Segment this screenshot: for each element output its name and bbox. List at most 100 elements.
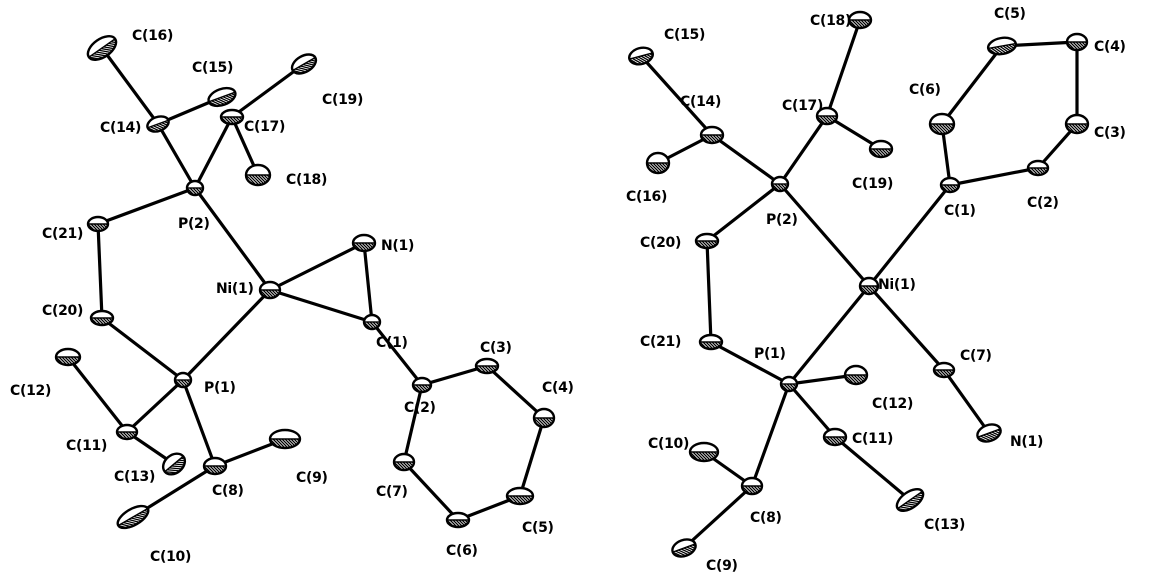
atom-label: C(17) — [782, 98, 823, 114]
atom-label: C(1) — [944, 203, 976, 219]
atom-label: C(12) — [872, 396, 913, 412]
bond-c15b-c14b — [639, 54, 714, 137]
atom-label: C(2) — [1027, 195, 1059, 211]
atom-label: C(20) — [640, 235, 681, 251]
atom-label: C(7) — [376, 484, 408, 500]
bond-n1a-c1a — [362, 241, 374, 324]
atom-ellipse — [858, 276, 880, 296]
atom-ellipse — [694, 232, 720, 250]
bond-ni1b-c1b — [867, 183, 952, 288]
bond-c7a-c2a — [402, 383, 424, 464]
atom-ellipse — [392, 452, 416, 472]
bond-c8b-c9b — [682, 484, 754, 550]
atom-ellipse — [847, 10, 873, 30]
atom-label: N(1) — [381, 238, 414, 254]
bond-p1a-c8a — [181, 378, 217, 468]
atom-label: C(9) — [296, 470, 328, 486]
molecule-left: C(16)C(15)C(19)C(14)C(17)C(18)P(2)C(21)N… — [10, 28, 574, 565]
bond-c18b-c17b — [825, 18, 862, 118]
atom-ellipse — [671, 538, 697, 558]
bond-c17b-p2b — [778, 114, 829, 186]
bond-p2b-ni1b — [778, 182, 871, 288]
bond-c17a-p2a — [193, 115, 234, 190]
atom-ellipse — [932, 361, 956, 379]
bond-c17a-c19a — [230, 62, 306, 119]
bond-c4a-c5a — [518, 416, 546, 498]
bonds-left — [66, 46, 546, 522]
atom-label: C(15) — [192, 60, 233, 76]
bond-p2a-ni1a — [193, 186, 272, 292]
bond-ni1a-n1a — [268, 241, 366, 292]
atom-label: C(3) — [1094, 125, 1126, 141]
bond-c6a-c7a — [402, 460, 460, 522]
atom-ellipse — [474, 357, 500, 375]
labels-left: C(16)C(15)C(19)C(14)C(17)C(18)P(2)C(21)N… — [10, 28, 574, 565]
atoms-right — [628, 10, 1090, 558]
bond-p2a-c21a — [96, 186, 197, 226]
bond-p2b-c20b — [705, 182, 782, 243]
atom-label: C(17) — [244, 119, 285, 135]
atom-label: C(8) — [212, 483, 244, 499]
atom-label: Ni(1) — [878, 277, 916, 293]
atom-label: C(9) — [706, 558, 738, 573]
atom-ellipse — [822, 427, 848, 447]
atom-ellipse — [89, 309, 115, 327]
bond-c14b-p2b — [710, 133, 782, 186]
atom-label: C(6) — [446, 543, 478, 559]
atom-ellipse — [1064, 113, 1090, 135]
atom-label: C(14) — [680, 94, 721, 110]
atom-ellipse — [445, 511, 471, 529]
atom-label: C(10) — [648, 436, 689, 452]
atom-ellipse — [362, 313, 382, 331]
atom-ellipse — [185, 179, 205, 197]
atom-label: C(18) — [286, 172, 327, 188]
atom-ellipse — [868, 139, 894, 159]
atom-ellipse — [698, 333, 724, 351]
atom-ellipse — [815, 106, 839, 126]
atom-ellipse — [268, 428, 302, 450]
atom-label: C(12) — [10, 383, 51, 399]
atom-label: C(19) — [322, 92, 363, 108]
atom-ellipse — [290, 53, 318, 75]
atom-ellipse — [939, 176, 961, 194]
atom-ellipse — [173, 371, 193, 389]
atom-ellipse — [116, 504, 151, 530]
atom-label: C(18) — [810, 13, 851, 29]
bond-c7b-n1b — [942, 368, 991, 435]
atom-label: C(11) — [852, 431, 893, 447]
bond-c21b-p1b — [709, 340, 791, 386]
atom-ellipse — [505, 486, 535, 506]
atom-label: C(6) — [909, 82, 941, 98]
atom-label: C(5) — [522, 520, 554, 536]
bond-c6b-c5b — [940, 44, 1004, 126]
bond-ni1b-c7b — [867, 284, 946, 372]
atom-label: C(19) — [852, 176, 893, 192]
atom-ellipse — [86, 35, 119, 61]
atom-ellipse — [843, 364, 869, 386]
bond-p1a-c11a — [125, 378, 185, 434]
atom-label: P(2) — [178, 216, 210, 232]
atom-label: C(2) — [404, 400, 436, 416]
bond-c1a-c2a — [370, 320, 424, 387]
atom-ellipse — [986, 36, 1018, 56]
bond-c20a-p1a — [100, 316, 185, 382]
atom-label: C(14) — [100, 120, 141, 136]
bond-c14a-p2a — [156, 122, 197, 190]
atom-ellipse — [351, 233, 377, 253]
atom-label: C(21) — [640, 334, 681, 350]
atom-label: C(16) — [132, 28, 173, 44]
bond-p1b-ni1b — [787, 284, 871, 386]
atom-label: C(5) — [994, 6, 1026, 22]
atom-label: P(1) — [204, 380, 236, 396]
atom-label: P(2) — [766, 212, 798, 228]
atom-label: Ni(1) — [216, 281, 254, 297]
bond-p1a-ni1a — [181, 288, 272, 382]
atom-ellipse — [895, 487, 926, 513]
atom-ellipse — [244, 163, 272, 187]
atom-ellipse — [207, 86, 237, 108]
atom-label: C(20) — [42, 303, 83, 319]
atom-ellipse — [115, 423, 139, 441]
atom-ellipse — [1065, 32, 1089, 52]
atom-label: C(11) — [66, 438, 107, 454]
